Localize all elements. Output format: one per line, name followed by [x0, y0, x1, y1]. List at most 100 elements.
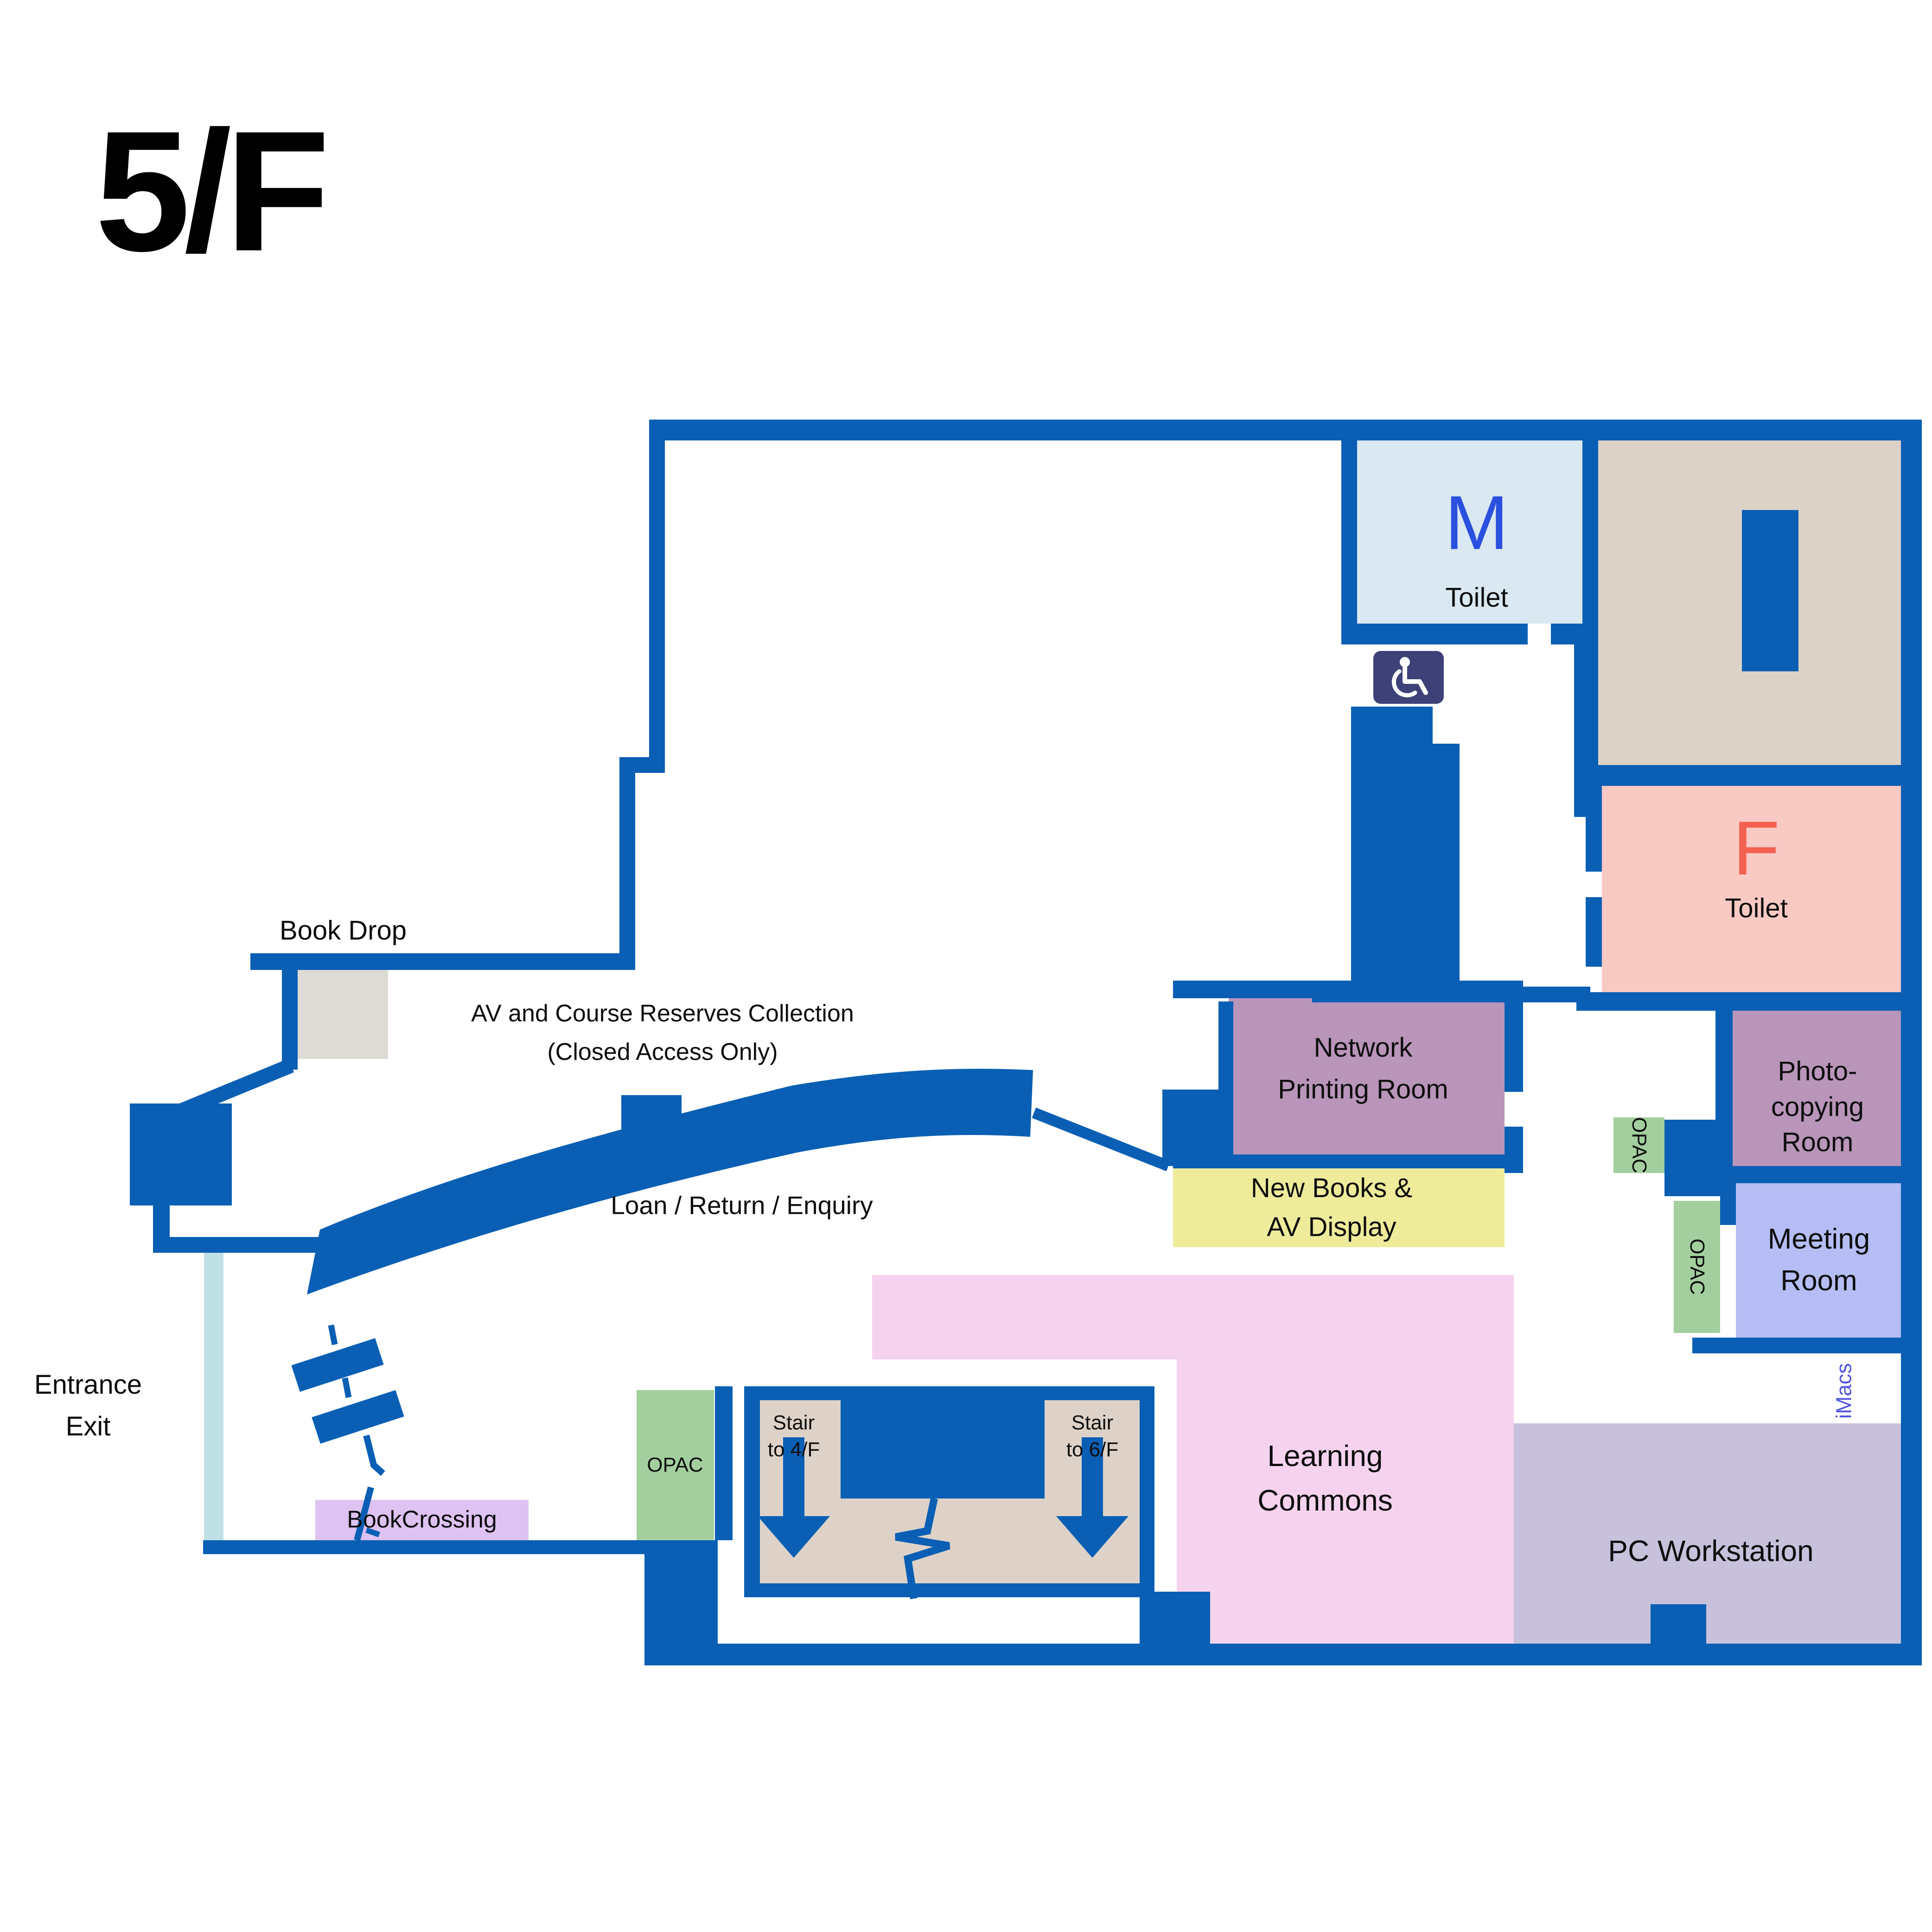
- turnstile-plate-1: [291, 1338, 384, 1392]
- label-stair-to-6f: Stair to 6/F: [1066, 1409, 1119, 1463]
- turnstile-plate-2: [312, 1390, 404, 1444]
- wall-newbooks-right-2: [1505, 1127, 1523, 1173]
- wall-bookdrop: [250, 953, 631, 970]
- label-new-books: New Books & AV Display: [1251, 1169, 1412, 1247]
- wall-center-column: [1351, 707, 1460, 997]
- area-learning-commons: [1177, 1359, 1514, 1644]
- stair-down-arrow-4f: [758, 1437, 830, 1558]
- wheelchair-head: [1400, 657, 1410, 667]
- label-opac-2: OPAC: [1686, 1238, 1709, 1295]
- wall-left-upper: [649, 420, 665, 773]
- wall-right: [1901, 420, 1922, 1664]
- label-book-drop: Book Drop: [279, 915, 407, 946]
- turnstile-stem-2: [342, 1377, 352, 1398]
- wall-stair-right: [1140, 1386, 1154, 1646]
- wall-notch-learning-commons: [1154, 1592, 1210, 1646]
- wall-bottom: [644, 1644, 1922, 1665]
- label-new-books-line2: AV Display: [1267, 1212, 1396, 1242]
- wheelchair-wheel: [1391, 669, 1417, 698]
- wall-stair-top: [744, 1386, 1154, 1400]
- label-stair-to-4f-line1: Stair: [772, 1411, 815, 1434]
- opac-station-1: [1613, 1117, 1664, 1173]
- room-meeting: [1736, 1183, 1903, 1338]
- room-m-toilet: [1356, 440, 1582, 624]
- label-learning-commons: Learning Commons: [1257, 1434, 1393, 1523]
- label-meeting-room-line1: Meeting: [1767, 1223, 1870, 1256]
- wheelchair-body: [1403, 665, 1428, 695]
- label-loan-counter: Loan / Return / Enquiry: [611, 1191, 873, 1220]
- wall-bottom-left: [203, 1540, 718, 1554]
- stair-down-arrow-6f: [1056, 1437, 1129, 1558]
- wall-stair-left: [744, 1386, 760, 1583]
- label-imacs: iMacs: [1831, 1363, 1856, 1419]
- label-photocopying: Photo- copying Room: [1771, 1054, 1864, 1160]
- wall-top: [649, 420, 1922, 440]
- column-notch: [1433, 707, 1460, 744]
- label-m-toilet-letter: M: [1445, 480, 1509, 566]
- wall-f-left-2: [1586, 897, 1602, 967]
- label-meeting-room: Meeting Room: [1768, 1218, 1870, 1302]
- label-pc-workstation: PC Workstation: [1608, 1534, 1814, 1568]
- label-learning-commons-line1: Learning: [1267, 1439, 1383, 1473]
- turnstile-rail-1: [363, 1435, 385, 1476]
- wall-newbooks-right-1: [1505, 981, 1523, 1092]
- wall-bookdrop-left: [282, 970, 298, 1070]
- wall-entrance-top: [153, 1237, 325, 1253]
- wall-meeting-left-stub: [1720, 1183, 1736, 1225]
- label-av-reserves-line2: (Closed Access Only): [547, 1039, 778, 1065]
- opac-station-2: [1674, 1201, 1720, 1333]
- opac-station-3: [637, 1390, 714, 1540]
- label-f-toilet-letter: F: [1733, 805, 1780, 891]
- label-stair-to-4f: Stair to 4/F: [768, 1409, 820, 1463]
- wall-bottom-block: [644, 1540, 718, 1658]
- label-opac-1: OPAC: [1628, 1117, 1651, 1173]
- wall-newbooks-left-block: [1162, 1090, 1233, 1166]
- area-learning-commons-arm: [872, 1275, 1514, 1359]
- wall-diagonal-counter: [1032, 1107, 1171, 1172]
- area-new-books-av-display: [1173, 1168, 1505, 1247]
- stair-break-line: [895, 1498, 950, 1600]
- turnstile-tick: [365, 1527, 381, 1537]
- label-photocopying-line3: Room: [1781, 1127, 1854, 1158]
- wall-diagonal-entrance: [141, 1058, 294, 1133]
- entrance-turnstiles: [291, 1324, 404, 1541]
- wall-photocopy-meeting: [1720, 1166, 1903, 1183]
- wall-f-left-1: [1586, 786, 1602, 872]
- wall-notch-pc: [1651, 1604, 1706, 1646]
- label-av-reserves-line1: AV and Course Reserves Collection: [471, 1000, 854, 1027]
- label-meeting-room-line2: Room: [1780, 1265, 1857, 1297]
- label-opac-3: OPAC: [647, 1453, 703, 1476]
- label-av-reserves: AV and Course Reserves Collection (Close…: [471, 995, 854, 1071]
- wall-newbooks-left-upper: [1218, 1001, 1233, 1090]
- wall-left-lower: [619, 767, 635, 970]
- wall-newbooks-top: [1173, 981, 1511, 998]
- label-f-toilet: Toilet: [1725, 893, 1788, 924]
- wall-m-toilet-left: [1341, 440, 1357, 644]
- wall-stair-bottom: [744, 1583, 1140, 1597]
- floor-title: 5/F: [95, 96, 330, 287]
- loan-counter-swoosh: [307, 1069, 1033, 1294]
- label-exit: Exit: [65, 1411, 111, 1441]
- walls: [130, 420, 1922, 1665]
- turnstile-stem-1: [328, 1324, 338, 1345]
- wall-m-toilet-bottom-2: [1551, 624, 1582, 644]
- room-photocopying: [1733, 1011, 1903, 1168]
- label-learning-commons-line2: Commons: [1257, 1484, 1393, 1517]
- wall-opac3-right: [715, 1386, 733, 1540]
- stair-block: [841, 1399, 1045, 1498]
- wall-m-toilet-bottom-1: [1356, 624, 1528, 644]
- label-network-printing-line1: Network: [1314, 1033, 1413, 1063]
- area-pc-workstation: [1514, 1423, 1903, 1644]
- label-stair-to-4f-line2: to 4/F: [767, 1438, 820, 1461]
- wall-newbooks-mid: [1173, 1154, 1511, 1168]
- label-photocopying-line2: copying: [1771, 1091, 1864, 1122]
- label-network-printing-line2: Printing Room: [1278, 1074, 1448, 1104]
- wall-meeting-bottom: [1692, 1338, 1903, 1353]
- label-bookcrossing: BookCrossing: [347, 1506, 497, 1533]
- label-stair-to-6f-line1: Stair: [1071, 1411, 1114, 1434]
- wheelchair-icon: [1373, 651, 1444, 704]
- label-entrance: Entrance: [34, 1370, 142, 1400]
- area-bookcrossing: [315, 1500, 529, 1540]
